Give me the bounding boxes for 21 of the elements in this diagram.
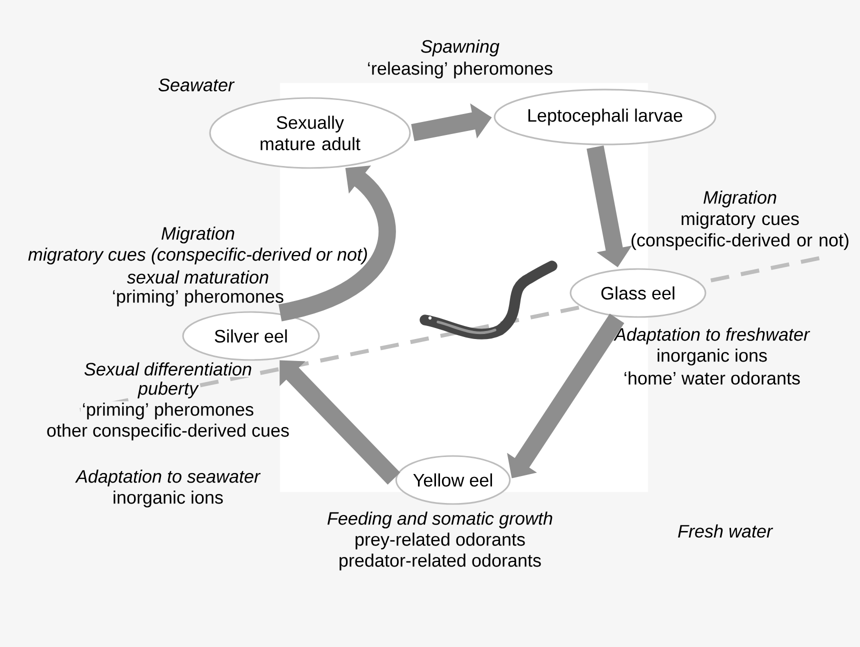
note-text: Seawater: [158, 78, 235, 92]
note-text: prey-related odorants: [356, 532, 525, 550]
note-text: Adaptation to freshwater: [614, 328, 810, 344]
note-text: puberty: [136, 380, 200, 400]
note-text: migratory cues (conspecific-derived or not): [632, 212, 848, 250]
note-text: Migration: [704, 190, 776, 208]
block-arrow: [280, 360, 400, 485]
note-text: Spawning: [420, 40, 500, 56]
note-text: other conspecific-derived cues: [47, 424, 289, 440]
note-text: Migration: [162, 226, 234, 244]
note-text: migratory cues (conspecific-derived or not): [28, 248, 367, 264]
note-text: inorganic ions: [658, 348, 767, 366]
note-text: ‘priming’ pheromones: [113, 290, 284, 306]
note-text: ‘releasing’ pheromones: [368, 62, 552, 78]
note-text: sexual maturation: [127, 270, 268, 284]
note-text: Fresh water: [678, 524, 774, 538]
note-text: Adaptation to seawater: [75, 470, 261, 486]
note-text: Sexual differentiation: [82, 361, 254, 377]
note-text: predator-related odorants: [340, 554, 541, 570]
note-text: ‘home’ water odorants: [624, 371, 800, 385]
note-text: inorganic ions: [114, 490, 223, 508]
